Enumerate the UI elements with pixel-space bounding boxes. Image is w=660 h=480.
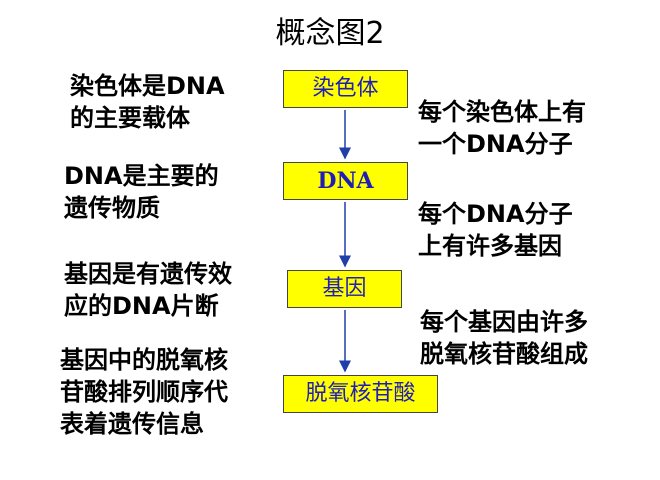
chromosome-box: 染色体: [283, 70, 408, 108]
dna-box: DNA: [283, 162, 408, 200]
note-line: 遗传物质: [64, 194, 160, 222]
note-gene-fragment: 基因是有遗传效 应的DNA片断: [64, 258, 232, 322]
note-line: 每个DNA分子: [418, 200, 573, 228]
note-many-genes: 每个DNA分子 上有许多基因: [418, 198, 573, 262]
gene-box: 基因: [287, 270, 402, 308]
note-line: 苷酸排列顺序代: [60, 378, 228, 406]
note-line: 基因中的脱氧核: [60, 346, 228, 374]
note-gene-info: 基因中的脱氧核 苷酸排列顺序代 表着遗传信息: [60, 344, 228, 440]
diagram-title: 概念图2: [275, 16, 385, 51]
note-line: 染色体是DNA: [70, 72, 225, 100]
note-line: 一个DNA分子: [418, 130, 573, 158]
note-many-nucleotides: 每个基因由许多 脱氧核苷酸组成: [420, 306, 588, 370]
note-line: 脱氧核苷酸组成: [420, 340, 588, 368]
note-line: 表着遗传信息: [60, 410, 204, 438]
note-one-dna: 每个染色体上有 一个DNA分子: [418, 96, 586, 160]
nucleotide-box: 脱氧核苷酸: [283, 375, 438, 413]
note-line: 每个染色体上有: [418, 98, 586, 126]
note-dna-material: DNA是主要的 遗传物质: [64, 160, 219, 224]
note-line: 基因是有遗传效: [64, 260, 232, 288]
note-line: 应的DNA片断: [64, 292, 219, 320]
note-chromosome-carrier: 染色体是DNA 的主要载体: [70, 70, 225, 134]
note-line: DNA是主要的: [64, 162, 219, 190]
note-line: 每个基因由许多: [420, 308, 588, 336]
note-line: 的主要载体: [70, 104, 190, 132]
note-line: 上有许多基因: [418, 232, 562, 260]
